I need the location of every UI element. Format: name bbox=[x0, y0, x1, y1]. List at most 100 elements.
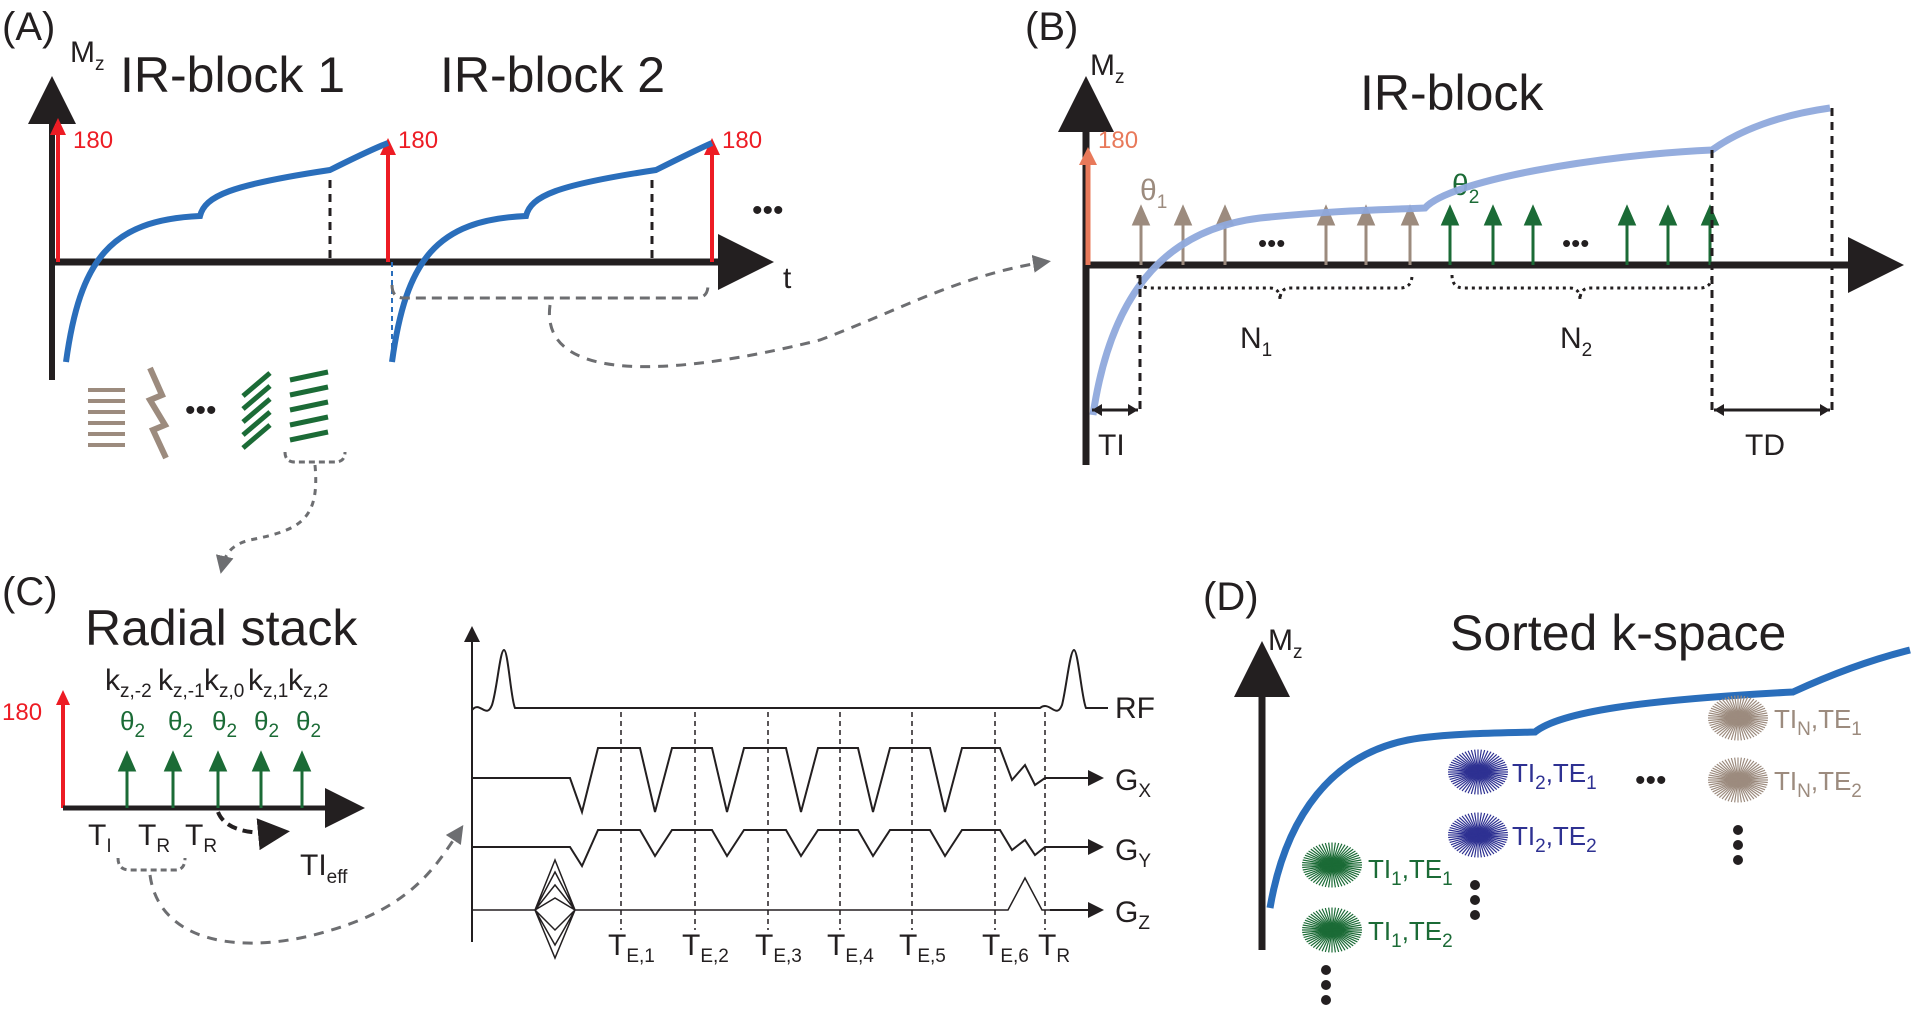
a-pulse-180-1-label: 180 bbox=[73, 127, 113, 154]
panel-b: (B) IR-block Mz 180 θ1 θ2 ••• ••• bbox=[1025, 5, 1904, 465]
c-k-label-2: kz,-1 bbox=[158, 664, 205, 702]
seq-te-label-3: TE,3 bbox=[755, 929, 802, 967]
b-ti-arrow-head-l bbox=[1092, 404, 1102, 416]
b-n1-bracket bbox=[1136, 274, 1414, 301]
c-k-label-5: kz,2 bbox=[288, 664, 328, 702]
d-mz-curve bbox=[1266, 646, 1911, 909]
panel-c-title: Radial stack bbox=[85, 600, 358, 656]
b-pulse-180-head bbox=[1079, 147, 1097, 165]
k-space-spoke bbox=[1302, 861, 1362, 869]
a-stack-green-diagonal bbox=[241, 371, 272, 450]
a-block2-bracket bbox=[390, 284, 710, 300]
c-theta-label-4: θ2 bbox=[254, 706, 279, 742]
c-k-label-3: kz,0 bbox=[204, 664, 244, 702]
d-mz-label: Mz bbox=[1268, 624, 1303, 663]
d-ellipsis-horizontal: ••• bbox=[1635, 764, 1667, 797]
b-ellipsis-2: ••• bbox=[1562, 228, 1589, 258]
c-tr-label-2: TR bbox=[185, 819, 217, 857]
panel-a-letter: (A) bbox=[2, 5, 55, 49]
seq-tr-label: TR bbox=[1038, 929, 1070, 967]
c-k-label-1: kz,-2 bbox=[105, 664, 152, 702]
a-pulse-180-3-label: 180 bbox=[722, 127, 762, 154]
ir-block-1-title: IR-block 1 bbox=[120, 47, 345, 103]
ir-block-2-title: IR-block 2 bbox=[440, 47, 665, 103]
b-mz-label: Mz bbox=[1090, 49, 1125, 88]
panel-c: (C) Radial stack 180 kz,-2 kz,-1 kz,0 kz… bbox=[2, 570, 1155, 967]
a-stack-bracket bbox=[283, 451, 347, 464]
b-ti-arrow-head-r bbox=[1128, 404, 1138, 416]
b-td-label: TD bbox=[1745, 429, 1785, 462]
b-mz-curve bbox=[1089, 104, 1831, 416]
connector-a-to-c bbox=[215, 464, 318, 574]
seq-te-label-4: TE,4 bbox=[827, 929, 874, 967]
panel-d: (D) Sorted k-space Mz TI1,TE1 TI1,TE2 TI… bbox=[1203, 575, 1911, 1005]
a-stack-green-lines bbox=[289, 369, 329, 443]
seq-te-label-6: TE,6 bbox=[982, 929, 1029, 967]
d-ti2te1-label: TI2,TE1 bbox=[1512, 758, 1597, 794]
c-theta-arrows bbox=[117, 750, 312, 808]
k-space-spoke bbox=[1708, 714, 1768, 722]
c-tieff-arrow bbox=[216, 811, 290, 851]
seq-rf-line bbox=[471, 648, 1088, 712]
panel-c-letter: (C) bbox=[2, 570, 58, 614]
seq-gy-wave bbox=[472, 829, 1090, 869]
d-ti1te2-label: TI1,TE2 bbox=[1368, 916, 1453, 952]
b-n1-label: N1 bbox=[1240, 322, 1272, 361]
a-stack-brown-zigzag bbox=[145, 366, 170, 460]
d-ti2te2-label: TI2,TE2 bbox=[1512, 821, 1597, 857]
b-pulse-180-label: 180 bbox=[1098, 127, 1138, 154]
d-vertical-dots bbox=[1321, 825, 1743, 1005]
c-k-label-4: kz,1 bbox=[248, 664, 288, 702]
a-mz-curve-2 bbox=[389, 140, 714, 363]
d-tinte1-label: TIN,TE1 bbox=[1774, 704, 1862, 740]
c-tieff-label: TIeff bbox=[300, 849, 348, 888]
k-space-spoke bbox=[1448, 768, 1508, 776]
d-ti1te1-label: TI1,TE1 bbox=[1368, 854, 1453, 890]
b-theta1: θ1 bbox=[1140, 174, 1167, 213]
a-mz-curve-1 bbox=[63, 140, 390, 363]
c-theta-label-1: θ2 bbox=[120, 706, 145, 742]
c-ti-bracket bbox=[116, 857, 187, 872]
c-theta-label-3: θ2 bbox=[212, 706, 237, 742]
b-ti-label: TI bbox=[1098, 429, 1125, 462]
b-theta1-arrows bbox=[1131, 204, 1420, 265]
a-pulse-180-2-label: 180 bbox=[398, 127, 438, 154]
seq-te-label-2: TE,2 bbox=[682, 929, 729, 967]
c-theta-label-2: θ2 bbox=[168, 706, 193, 742]
seq-te-label-5: TE,5 bbox=[899, 929, 946, 967]
k-space-spoke bbox=[1302, 926, 1362, 934]
seq-rf-label: RF bbox=[1115, 692, 1155, 725]
k-space-spoke bbox=[1708, 776, 1768, 784]
b-td-arrow-head-r bbox=[1820, 404, 1830, 416]
k-space-ti1-te2-icon bbox=[1302, 907, 1362, 953]
b-n2-label: N2 bbox=[1560, 322, 1592, 361]
panel-b-letter: (B) bbox=[1025, 5, 1078, 49]
a-pulse-180-1-head bbox=[50, 118, 66, 135]
seq-gz-label: GZ bbox=[1115, 896, 1150, 934]
a-pulse-180-3-head bbox=[704, 138, 720, 155]
a-mz-label: Mz bbox=[70, 36, 105, 75]
panel-b-title: IR-block bbox=[1360, 65, 1544, 121]
d-tinte2-label: TIN,TE2 bbox=[1774, 766, 1862, 802]
k-space-tin-te2-icon bbox=[1708, 757, 1768, 803]
a-stack-ellipsis: ••• bbox=[185, 394, 217, 427]
seq-te-lines bbox=[620, 712, 1046, 930]
seq-te-label-1: TE,1 bbox=[608, 929, 655, 967]
a-ellipsis: ••• bbox=[752, 194, 784, 227]
k-space-ti1-te1-icon bbox=[1302, 842, 1362, 888]
panel-a: (A) IR-block 1 IR-block 2 Mz t 180 180 1… bbox=[2, 5, 792, 464]
c-pulse-180-head bbox=[56, 690, 70, 705]
c-ti-label: TI bbox=[88, 819, 112, 857]
a-t-label: t bbox=[783, 262, 792, 295]
c-pulse-180-label: 180 bbox=[2, 699, 42, 726]
seq-gy-label: GY bbox=[1115, 834, 1151, 872]
c-tr-label-1: TR bbox=[138, 819, 170, 857]
k-space-tin-te1-icon bbox=[1708, 695, 1768, 741]
connector-c-to-seq bbox=[148, 825, 464, 945]
k-space-spoke bbox=[1448, 831, 1508, 839]
b-n2-bracket bbox=[1450, 274, 1714, 301]
c-theta-labels: θ2 θ2 θ2 θ2 θ2 bbox=[120, 706, 321, 742]
sequence-diagram: RF GX GY GZ TE,1 TE,2 TE,3 TE,4 TE,5 TE,… bbox=[464, 626, 1155, 967]
panel-d-letter: (D) bbox=[1203, 575, 1259, 619]
